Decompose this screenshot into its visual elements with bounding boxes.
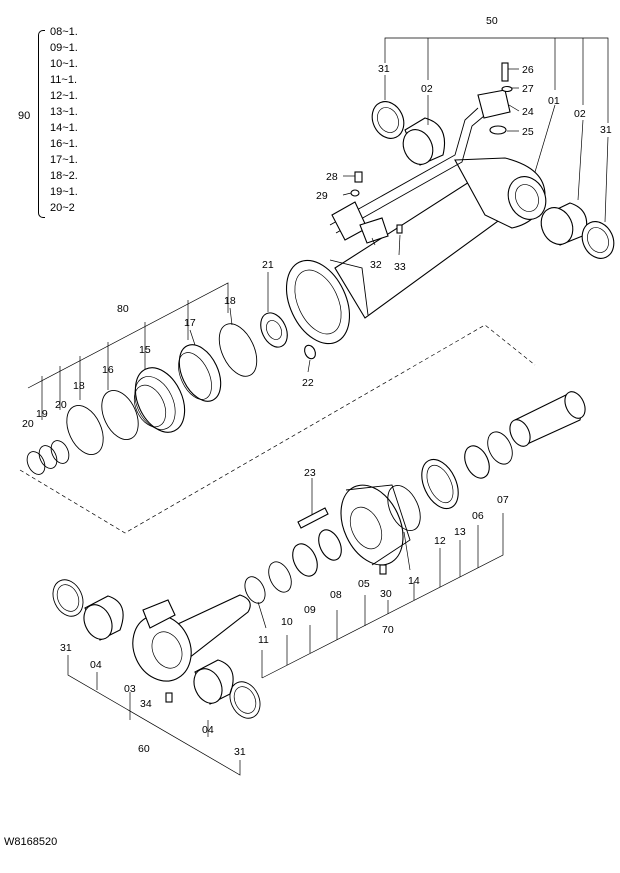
bushings-04-seals-31: [52, 579, 261, 719]
group-80-bracket: [27, 282, 229, 420]
callout-20: 20: [22, 418, 34, 430]
kit-number: 90: [18, 110, 31, 122]
kit-item: 18~2.: [50, 170, 78, 182]
wear-ring-17: [178, 344, 222, 402]
callout-labels: 50 31 02 26 27 24 01 02 31 25 28 29 32 3…: [22, 15, 612, 758]
callout-50: 50: [486, 15, 498, 27]
callout-18: 18: [73, 380, 85, 392]
callout-19: 19: [36, 408, 48, 420]
callout-34: 34: [140, 698, 152, 710]
callout-24: 24: [522, 106, 534, 118]
callout-04: 04: [90, 659, 102, 671]
port-block-24: [477, 62, 513, 135]
callout-05: 05: [358, 578, 370, 590]
bolt-23: [297, 507, 329, 529]
callout-23: 23: [304, 467, 316, 479]
callout-17: 17: [184, 317, 196, 329]
bushing-02-right: [540, 202, 615, 259]
callout-31: 31: [60, 642, 72, 654]
callout-15: 15: [139, 344, 151, 356]
kit-item: 19~1.: [50, 186, 78, 198]
kit-item: 20~2: [50, 202, 75, 214]
bushing-02-left: [371, 101, 446, 166]
kit-item: 11~1.: [50, 74, 78, 86]
group-50-bracket: [384, 37, 609, 123]
callout-07: 07: [497, 494, 509, 506]
group-70-bracket: [261, 513, 504, 679]
callout-13: 13: [454, 526, 466, 538]
callout-32: 32: [370, 259, 382, 271]
callout-31: 31: [234, 746, 246, 758]
callout-31: 31: [600, 124, 612, 136]
rings-08-09-10-11: [244, 529, 342, 604]
rings-16-18-19-20: [26, 390, 139, 475]
nut-21: [260, 312, 288, 348]
kit-item: 17~1.: [50, 154, 78, 166]
set-screw-22: [304, 344, 316, 360]
group-60-bracket: [67, 655, 241, 776]
callout-11: 11: [258, 634, 269, 646]
seals-06-07-12-13-14: [387, 431, 513, 531]
callout-04: 04: [202, 724, 214, 736]
callout-80: 80: [117, 303, 129, 315]
gland-05: [340, 484, 411, 566]
callout-27: 27: [522, 83, 534, 95]
kit-item: 13~1.: [50, 106, 78, 118]
flange-32: [331, 171, 403, 244]
kit-item: 16~1.: [50, 138, 78, 150]
drawing-number: W8168520: [4, 836, 58, 848]
ring-18-upper: [218, 323, 258, 377]
callout-70: 70: [382, 624, 394, 636]
callout-18: 18: [224, 295, 236, 307]
callout-06: 06: [472, 510, 484, 522]
callout-02: 02: [421, 83, 433, 95]
kit-item: 14~1.: [50, 122, 78, 134]
callout-21: 21: [262, 259, 274, 271]
piston-rod-section-outline: [19, 324, 536, 534]
kit-item: 12~1.: [50, 90, 78, 102]
callout-22: 22: [302, 377, 314, 389]
callout-30: 30: [380, 588, 392, 600]
callout-31: 31: [378, 63, 390, 75]
callout-16: 16: [102, 364, 114, 376]
kit-item: 09~1.: [50, 42, 78, 54]
callout-01: 01: [548, 95, 560, 107]
callout-09: 09: [304, 604, 316, 616]
piston-15: [133, 367, 186, 433]
cylinder-tube: [285, 107, 547, 345]
callout-29: 29: [316, 190, 328, 202]
callout-33: 33: [394, 261, 406, 273]
kit-item: 10~1.: [50, 58, 78, 70]
callout-02: 02: [574, 108, 586, 120]
kit-brace: [38, 30, 45, 218]
callout-12: 12: [434, 535, 446, 547]
callout-10: 10: [281, 616, 293, 628]
callout-03: 03: [124, 683, 136, 695]
leader-lines: [189, 68, 609, 629]
callout-14: 14: [408, 575, 420, 587]
callout-20: 20: [55, 399, 67, 411]
callout-25: 25: [522, 126, 534, 138]
callout-60: 60: [138, 743, 150, 755]
screw-30: [379, 564, 387, 575]
callout-28: 28: [326, 171, 338, 183]
callout-08: 08: [330, 589, 342, 601]
kit-item: 08~1.: [50, 26, 78, 38]
callout-26: 26: [522, 64, 534, 76]
piston-rod: [509, 391, 586, 447]
rod-eye-03: [132, 594, 251, 703]
